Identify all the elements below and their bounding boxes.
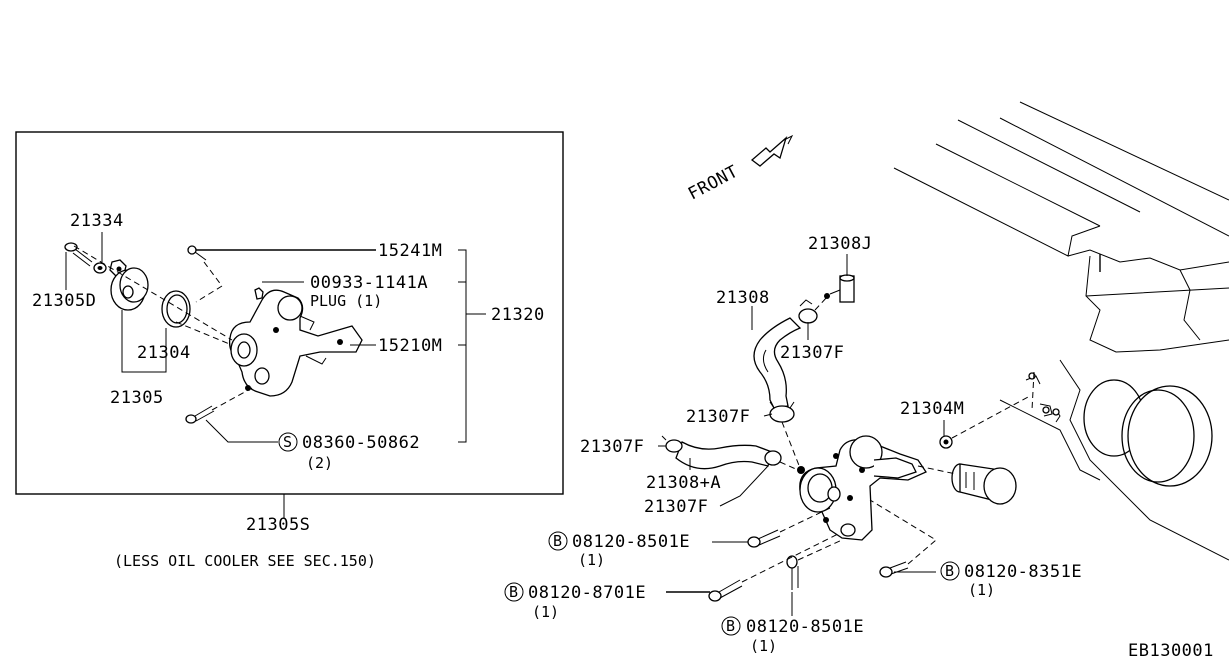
- engine-block: [893, 101, 1229, 561]
- svg-text:B: B: [553, 532, 562, 550]
- label-qty-1-a: (1): [578, 551, 605, 569]
- b-marker-1: B: [548, 531, 568, 551]
- label-front: FRONT: [685, 162, 742, 205]
- inset-washer-21334: [93, 262, 107, 274]
- label-qty-1-d: (1): [968, 581, 995, 599]
- leader-21307f-d: [719, 465, 769, 507]
- bolt-8701e: [708, 579, 743, 602]
- svg-text:B: B: [945, 562, 954, 580]
- oil-filter: [951, 463, 1017, 505]
- svg-text:B: B: [509, 583, 518, 601]
- inset-plug-00933: [254, 287, 264, 300]
- bolt-8501e-upper: [747, 529, 781, 548]
- label-qty-2: (2): [306, 454, 333, 472]
- label-08360-50862: 08360-50862: [302, 433, 420, 453]
- b-marker-2: B: [504, 582, 524, 602]
- bolt-8501e-lower: [786, 555, 799, 590]
- label-21307f-c: 21307F: [580, 437, 644, 457]
- label-21334: 21334: [70, 211, 124, 231]
- washer-21304m: [939, 435, 953, 449]
- b-marker-4: B: [940, 561, 960, 581]
- label-plug: PLUG (1): [310, 292, 382, 310]
- label-21320: 21320: [491, 305, 545, 325]
- label-08120-8501e-lower: 08120-8501E: [746, 617, 864, 637]
- align-lower: [779, 421, 801, 471]
- label-qty-1-b: (1): [532, 603, 559, 621]
- leader-21307f-b: [763, 413, 773, 417]
- label-qty-1-c: (1): [750, 637, 777, 655]
- label-21304m: 21304M: [900, 399, 964, 419]
- label-21305d: 21305D: [32, 291, 96, 311]
- leader-08360: [205, 419, 278, 443]
- label-15210m: 15210M: [378, 336, 442, 356]
- label-21308a: 21308+A: [646, 473, 721, 493]
- clamp-upper: [798, 299, 818, 324]
- inset-align-pulley: [175, 321, 233, 346]
- bracket-21320: [458, 249, 486, 443]
- front-arrow: [750, 134, 794, 167]
- connector-21308j: [824, 274, 855, 303]
- s-marker: S: [278, 432, 298, 452]
- label-08120-8351e: 08120-8351E: [964, 562, 1082, 582]
- small-nut: [797, 466, 805, 474]
- align-upper: [814, 295, 829, 311]
- clamp-lower: [764, 450, 782, 466]
- align-bolts: [741, 499, 937, 583]
- label-21307f-d: 21307F: [644, 497, 708, 517]
- label-21307f-a: 21307F: [780, 343, 844, 363]
- svg-text:B: B: [726, 617, 735, 635]
- align-filter: [917, 371, 1035, 475]
- inset-pin-15241m: [187, 245, 207, 261]
- label-21305: 21305: [110, 388, 164, 408]
- b-marker-3: B: [721, 616, 741, 636]
- leader-21305: [121, 310, 167, 373]
- label-08120-8501e-upper: 08120-8501E: [572, 532, 690, 552]
- note-less-oil-cooler: (LESS OIL COOLER SEE SEC.150): [114, 552, 376, 570]
- label-21308: 21308: [716, 288, 770, 308]
- inset-pulley-21305: [110, 267, 149, 311]
- oil-pump-assembly: [799, 435, 927, 541]
- label-21305s: 21305S: [246, 515, 310, 535]
- inset-align-pin: [195, 261, 223, 303]
- inset-pump-body: [228, 289, 363, 397]
- reference-code: EB130001: [1128, 641, 1214, 661]
- label-21304: 21304: [137, 343, 191, 363]
- inset-gasket-21304: [161, 290, 191, 328]
- bolt-8351e: [879, 561, 909, 578]
- clamp-left: [661, 435, 683, 453]
- label-21308j: 21308J: [808, 234, 872, 254]
- inset-bolt-21305d: [64, 242, 93, 267]
- inset-bolt-08360: [185, 405, 215, 424]
- label-15241m: 15241M: [378, 241, 442, 261]
- inset-align-bolt: [211, 387, 253, 411]
- label-21307f-b: 21307F: [686, 407, 750, 427]
- hose-21308: [753, 317, 802, 409]
- inset-frame: [15, 131, 564, 495]
- svg-text:S: S: [283, 433, 292, 451]
- label-00933-1141a: 00933-1141A: [310, 273, 428, 293]
- label-08120-8701e: 08120-8701E: [528, 583, 646, 603]
- inset-align-main: [73, 245, 233, 341]
